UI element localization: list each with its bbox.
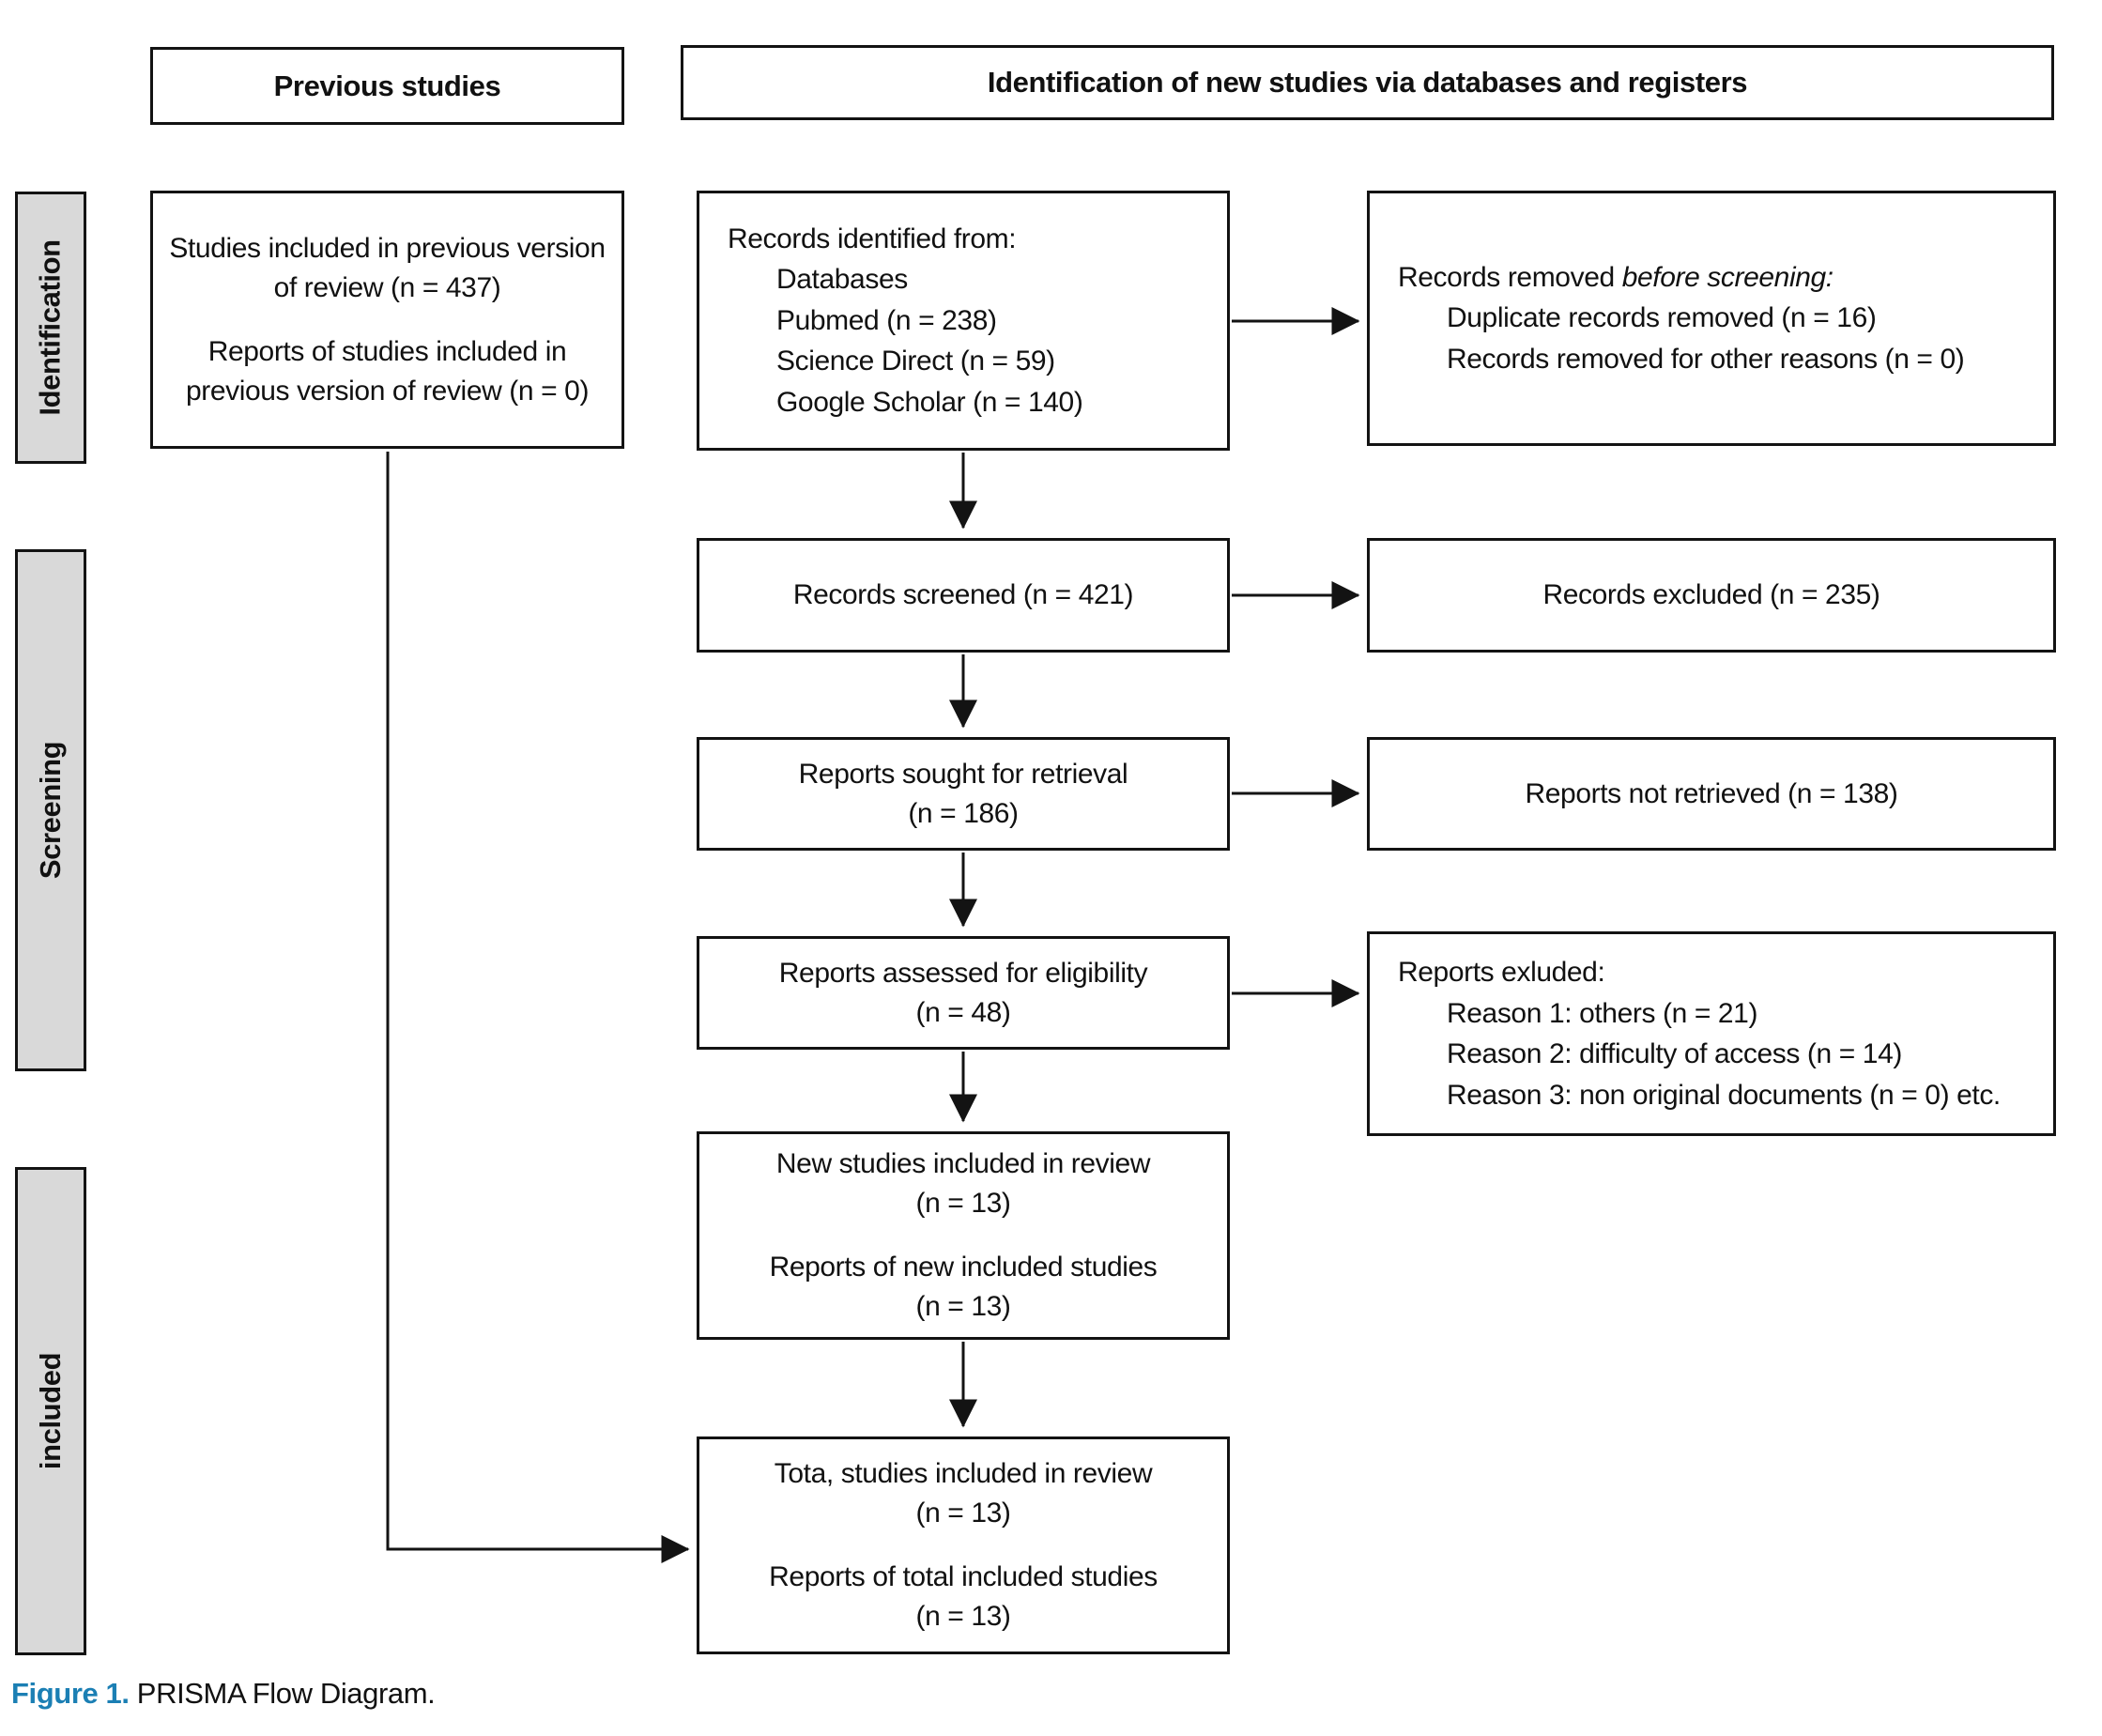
stage-included-label: included [34, 1352, 68, 1470]
box-new-studies: New studies included in review (n = 13) … [697, 1131, 1230, 1340]
records-identified-item: Databases [776, 264, 908, 296]
box-records-screened: Records screened (n = 421) [697, 538, 1230, 653]
reports-assessed-line2: (n = 48) [915, 996, 1011, 1028]
reports-excluded-item: Reason 3: non original documents (n = 0)… [1447, 1079, 2001, 1111]
records-removed-item: Duplicate records removed (n = 16) [1447, 302, 1877, 334]
reports-assessed-line1: Reports assessed for eligibility [778, 957, 1148, 989]
box-reports-assessed: Reports assessed for eligibility (n = 48… [697, 936, 1230, 1050]
box-previous-studies: Studies included in previous version of … [150, 191, 624, 449]
reports-sought-line1: Reports sought for retrieval [798, 758, 1128, 790]
total-studies-line4: (n = 13) [915, 1601, 1011, 1632]
new-studies-line4: (n = 13) [915, 1291, 1011, 1322]
previous-studies-header-label: Previous studies [273, 69, 501, 102]
records-identified-item: Pubmed (n = 238) [776, 304, 997, 336]
records-identified-item: Google Scholar (n = 140) [776, 386, 1083, 418]
records-removed-title-italic: before screening: [1621, 261, 1833, 293]
box-reports-excluded: Reports exluded: Reason 1: others (n = 2… [1367, 931, 2056, 1136]
stage-included: included [15, 1167, 86, 1655]
new-studies-line3: Reports of new included studies [769, 1252, 1158, 1283]
figure-caption-label: Figure 1. [11, 1677, 130, 1710]
total-studies-line2: (n = 13) [915, 1498, 1011, 1529]
total-studies-line3: Reports of total included studies [769, 1561, 1158, 1592]
stage-screening-label: Screening [34, 741, 68, 880]
figure-caption-text: PRISMA Flow Diagram. [129, 1677, 436, 1710]
stage-identification: Identification [15, 192, 86, 464]
previous-studies-para2: Reports of studies included in previous … [185, 335, 590, 407]
new-studies-header: Identification of new studies via databa… [681, 45, 2054, 120]
total-studies-line1: Tota, studies included in review [774, 1458, 1153, 1489]
previous-studies-para1: Studies included in previous version of … [169, 232, 606, 303]
previous-studies-header: Previous studies [150, 47, 624, 125]
reports-sought-line2: (n = 186) [908, 797, 1019, 829]
stage-identification-label: Identification [34, 239, 68, 416]
box-total-studies: Tota, studies included in review (n = 13… [697, 1436, 1230, 1654]
new-studies-header-label: Identification of new studies via databa… [987, 66, 1748, 100]
box-records-removed: Records removed before screening: Duplic… [1367, 191, 2056, 446]
records-removed-title-prefix: Records removed [1398, 261, 1622, 293]
records-excluded-label: Records excluded (n = 235) [1542, 579, 1880, 610]
records-removed-item: Records removed for other reasons (n = 0… [1447, 343, 1965, 375]
reports-not-retrieved-label: Reports not retrieved (n = 138) [1525, 777, 1898, 809]
records-removed-title: Records removed before screening: [1398, 257, 2025, 299]
records-identified-item: Science Direct (n = 59) [776, 346, 1055, 377]
records-screened-label: Records screened (n = 421) [792, 579, 1134, 610]
new-studies-line1: New studies included in review [775, 1148, 1151, 1179]
new-studies-line2: (n = 13) [915, 1188, 1011, 1219]
stage-screening: Screening [15, 549, 86, 1071]
reports-excluded-title: Reports exluded: [1398, 957, 1605, 988]
arrow-previous-to-total [386, 452, 690, 1563]
box-records-identified: Records identified from: Databases Pubme… [697, 191, 1230, 451]
box-records-excluded: Records excluded (n = 235) [1367, 538, 2056, 653]
records-identified-title: Records identified from: [728, 223, 1017, 254]
box-reports-not-retrieved: Reports not retrieved (n = 138) [1367, 737, 2056, 851]
figure-caption: Figure 1. PRISMA Flow Diagram. [11, 1677, 436, 1711]
reports-excluded-item: Reason 1: others (n = 21) [1447, 997, 1758, 1029]
box-reports-sought: Reports sought for retrieval (n = 186) [697, 737, 1230, 851]
reports-excluded-item: Reason 2: difficulty of access (n = 14) [1447, 1038, 1902, 1069]
